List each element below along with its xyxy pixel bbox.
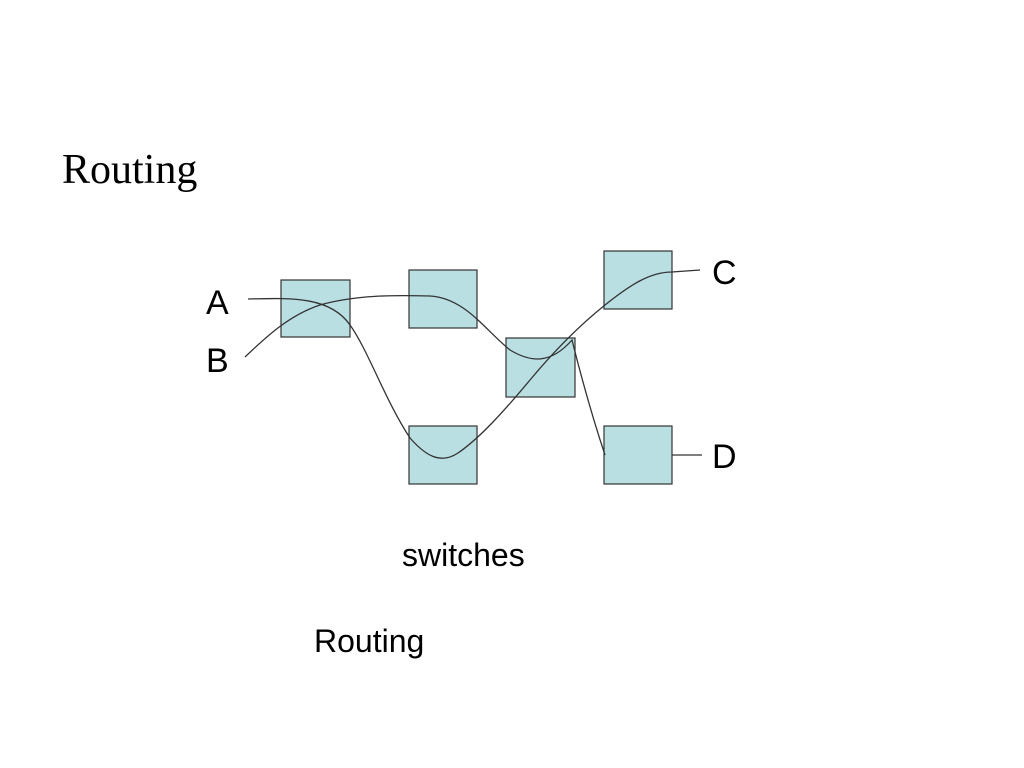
route-a-to-c bbox=[247, 269, 701, 459]
route-b-to-d bbox=[244, 294, 606, 456]
switch-5 bbox=[603, 250, 673, 310]
slide-title: Routing bbox=[62, 147, 198, 193]
endpoint-d-label: D bbox=[712, 438, 737, 476]
switch-1 bbox=[280, 279, 351, 338]
diagram-caption: Routing bbox=[314, 623, 424, 659]
switches-label: switches bbox=[402, 537, 525, 573]
endpoint-c-label: C bbox=[712, 254, 737, 292]
switch-2 bbox=[408, 269, 478, 329]
endpoint-b-label: B bbox=[206, 342, 229, 380]
endpoint-a-label: A bbox=[206, 284, 229, 322]
switch-6 bbox=[603, 425, 673, 485]
switch-3 bbox=[408, 425, 478, 485]
